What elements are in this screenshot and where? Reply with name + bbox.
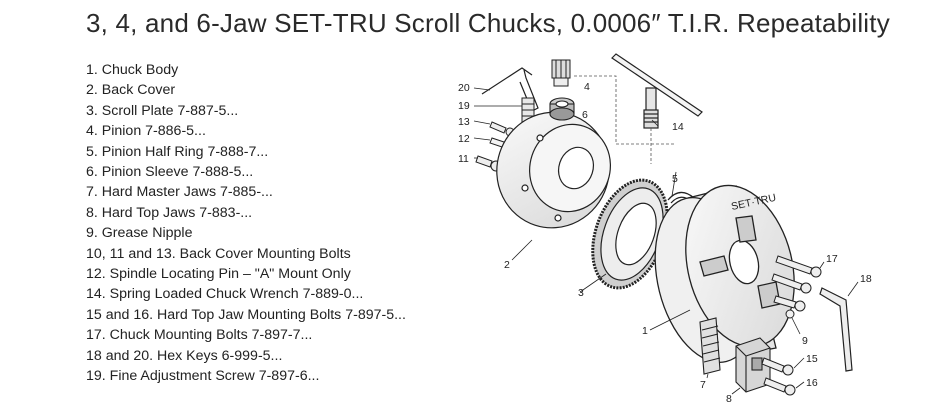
callout-17: 17 — [826, 253, 838, 265]
callout-12: 12 — [458, 133, 470, 145]
list-item: 8. Hard Top Jaws 7-883-... — [86, 204, 253, 221]
callout-labels: 20 19 13 12 11 4 6 14 5 2 3 1 7 8 9 15 1… — [458, 81, 872, 405]
callout-5: 5 — [672, 173, 678, 185]
callout-15: 15 — [806, 353, 818, 365]
callout-16: 16 — [806, 377, 818, 389]
chuck-mounting-bolts — [771, 255, 822, 312]
list-item: 15 and 16. Hard Top Jaw Mounting Bolts 7… — [86, 306, 406, 323]
callout-19: 19 — [458, 100, 470, 112]
pinion-sleeve — [549, 97, 575, 121]
list-item: 1. Chuck Body — [86, 62, 179, 78]
top-jaw-bolts — [761, 357, 796, 396]
callout-6: 6 — [582, 109, 588, 121]
page-title: 3, 4, and 6-Jaw SET-TRU Scroll Chucks, 0… — [86, 8, 890, 38]
list-item: 18 and 20. Hex Keys 6-999-5... — [86, 347, 283, 364]
callout-7: 7 — [700, 379, 706, 391]
list-item: 14. Spring Loaded Chuck Wrench 7-889-0..… — [86, 286, 364, 303]
callout-18: 18 — [860, 273, 872, 285]
callout-9: 9 — [802, 335, 808, 347]
exploded-diagram: SET·TRU — [458, 53, 872, 405]
chuck-wrench — [611, 53, 703, 129]
list-item: 19. Fine Adjustment Screw 7-897-6... — [86, 368, 320, 385]
leader-lines — [473, 87, 859, 395]
fine-adjustment-screw — [521, 97, 535, 123]
callout-2: 2 — [504, 259, 510, 271]
list-item: 9. Grease Nipple — [86, 225, 193, 242]
grease-nipple — [785, 309, 795, 319]
list-item: 6. Pinion Sleeve 7-888-5... — [86, 164, 254, 181]
parts-list: 1. Chuck Body 2. Back Cover 3. Scroll Pl… — [86, 60, 406, 387]
chuck-body: SET·TRU — [654, 184, 795, 363]
callout-1: 1 — [642, 325, 648, 337]
callout-11: 11 — [458, 153, 469, 165]
callout-3: 3 — [578, 287, 584, 299]
list-item: 2. Back Cover — [86, 82, 176, 99]
back-cover — [496, 111, 611, 229]
callout-4: 4 — [584, 81, 590, 93]
list-item: 12. Spindle Locating Pin – "A" Mount Onl… — [86, 266, 351, 283]
list-item: 3. Scroll Plate 7-887-5... — [86, 102, 239, 119]
assembly-guide-lines — [574, 75, 676, 164]
pinion — [551, 59, 571, 87]
list-item: 10, 11 and 13. Back Cover Mounting Bolts — [86, 245, 351, 262]
list-item: 5. Pinion Half Ring 7-888-7... — [86, 143, 269, 160]
list-item: 4. Pinion 7-886-5... — [86, 123, 206, 140]
callout-8: 8 — [726, 393, 732, 405]
list-item: 7. Hard Master Jaws 7-885-... — [86, 184, 273, 201]
hard-master-jaw — [699, 317, 721, 375]
callout-13: 13 — [458, 116, 470, 128]
list-item: 17. Chuck Mounting Bolts 7-897-7... — [86, 327, 313, 344]
callout-20: 20 — [458, 82, 470, 94]
hex-key-large — [819, 287, 853, 372]
callout-14: 14 — [672, 121, 684, 133]
